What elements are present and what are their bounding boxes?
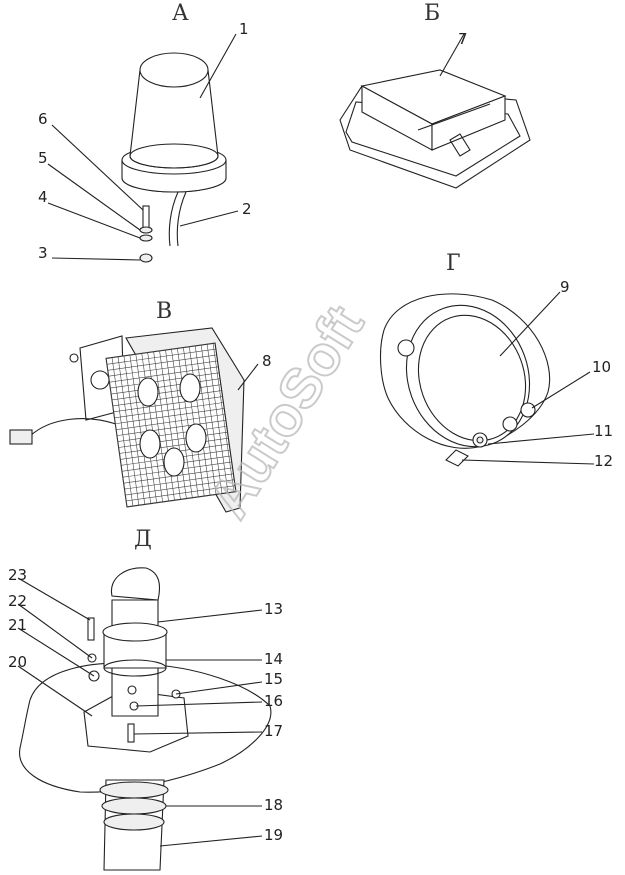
section-d-exhaust: Д 13 14 [8, 527, 283, 871]
section-label-d: Д [134, 527, 152, 552]
section-v-work-light: В 8 [9, 299, 272, 513]
callout-23: 23 [8, 566, 27, 584]
callout-3: 3 [38, 244, 48, 262]
callout-18: 18 [264, 796, 283, 814]
callout-10: 10 [592, 358, 611, 376]
section-label-v: В [156, 299, 172, 324]
callout-7: 7 [458, 30, 468, 48]
callout-19: 19 [264, 826, 283, 844]
callout-11: 11 [594, 422, 613, 440]
section-label-a: А [172, 1, 189, 26]
callout-8: 8 [262, 352, 272, 370]
callout-22: 22 [8, 592, 27, 610]
callout-5: 5 [38, 149, 48, 167]
callout-20: 20 [8, 653, 27, 671]
callout-21: 21 [8, 616, 27, 634]
callout-4: 4 [38, 188, 48, 206]
callout-9: 9 [560, 278, 570, 296]
callout-14: 14 [264, 650, 283, 668]
callout-15: 15 [264, 670, 283, 688]
callout-1: 1 [239, 20, 249, 38]
callout-6: 6 [38, 110, 48, 128]
section-label-b: Б [424, 1, 440, 26]
callout-12: 12 [594, 452, 613, 470]
section-g-round-lamp: Г 9 10 11 12 [380, 251, 613, 470]
callout-16: 16 [264, 692, 283, 710]
section-b-cab-light: Б 7 [339, 1, 531, 189]
callout-17: 17 [264, 722, 283, 740]
callout-2: 2 [242, 200, 252, 218]
section-label-g: Г [446, 251, 461, 276]
section-a-beacon: А 1 2 3 4 5 6 [38, 1, 252, 263]
callout-13: 13 [264, 600, 283, 618]
